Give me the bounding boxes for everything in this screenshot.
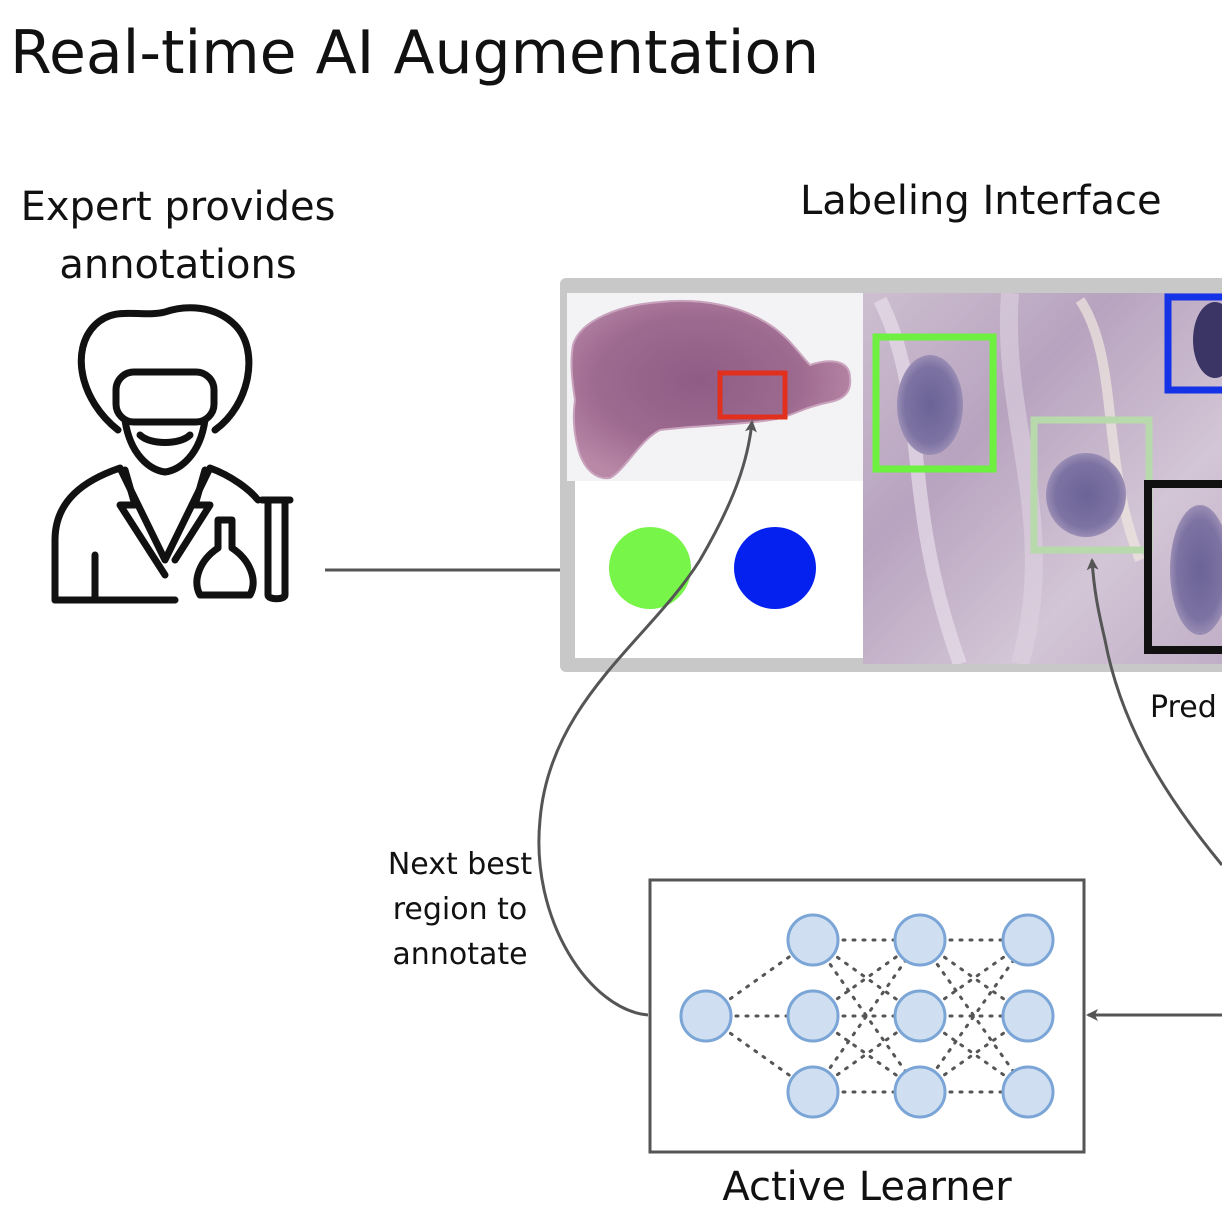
mask bbox=[136, 431, 194, 446]
face bbox=[121, 416, 209, 476]
expert-label: Expert provides annotations bbox=[0, 178, 356, 294]
network-node bbox=[893, 913, 947, 967]
selected-region-box bbox=[717, 370, 788, 420]
predictions-label-partial: Pred bbox=[1150, 690, 1217, 725]
arrow-next-best-region bbox=[537, 420, 757, 1017]
network-node bbox=[893, 1065, 947, 1119]
annotation-box-black bbox=[1144, 480, 1222, 654]
active-learner-label: Active Learner bbox=[722, 1164, 1012, 1210]
network-node bbox=[679, 989, 733, 1043]
network-edge bbox=[918, 938, 1030, 1094]
network-node bbox=[786, 1065, 840, 1119]
annotation-box-blue bbox=[1164, 293, 1222, 394]
nucleus bbox=[1046, 453, 1126, 537]
lab-coat bbox=[51, 464, 262, 604]
flask-icon bbox=[193, 516, 257, 599]
class-color-green[interactable] bbox=[609, 527, 691, 609]
network-node bbox=[786, 913, 840, 967]
tissue-section bbox=[570, 299, 852, 480]
test-tube-icon bbox=[258, 496, 294, 603]
next-best-region-label: Next best region to annotate bbox=[380, 842, 540, 977]
network-node bbox=[1001, 913, 1055, 967]
expert-label-line-1: Expert provides bbox=[20, 184, 336, 230]
next-best-line-3: annotate bbox=[392, 937, 528, 972]
diagram-title: Real-time AI Augmentation bbox=[10, 18, 820, 88]
scientist-icon bbox=[51, 304, 294, 604]
arrow-predictions bbox=[1086, 558, 1222, 866]
network-node bbox=[1001, 989, 1055, 1043]
network-edge bbox=[811, 938, 922, 1094]
next-best-line-1: Next best bbox=[387, 847, 533, 882]
network-node bbox=[1001, 1065, 1055, 1119]
network-nodes bbox=[679, 913, 1055, 1119]
goggles bbox=[112, 368, 218, 426]
labeling-interface bbox=[560, 278, 1222, 672]
nucleus bbox=[1170, 505, 1222, 635]
nucleus bbox=[897, 355, 963, 455]
class-color-blue[interactable] bbox=[734, 527, 816, 609]
network-node bbox=[893, 989, 947, 1043]
next-best-line-2: region to bbox=[392, 892, 528, 927]
hair-outline bbox=[77, 304, 253, 434]
expert-label-line-2: annotations bbox=[59, 242, 297, 288]
nucleus bbox=[1193, 302, 1222, 378]
labeling-interface-label: Labeling Interface bbox=[800, 178, 1162, 224]
network-node bbox=[786, 989, 840, 1043]
histology-view bbox=[863, 293, 1222, 664]
annotation-box-green bbox=[872, 333, 997, 473]
